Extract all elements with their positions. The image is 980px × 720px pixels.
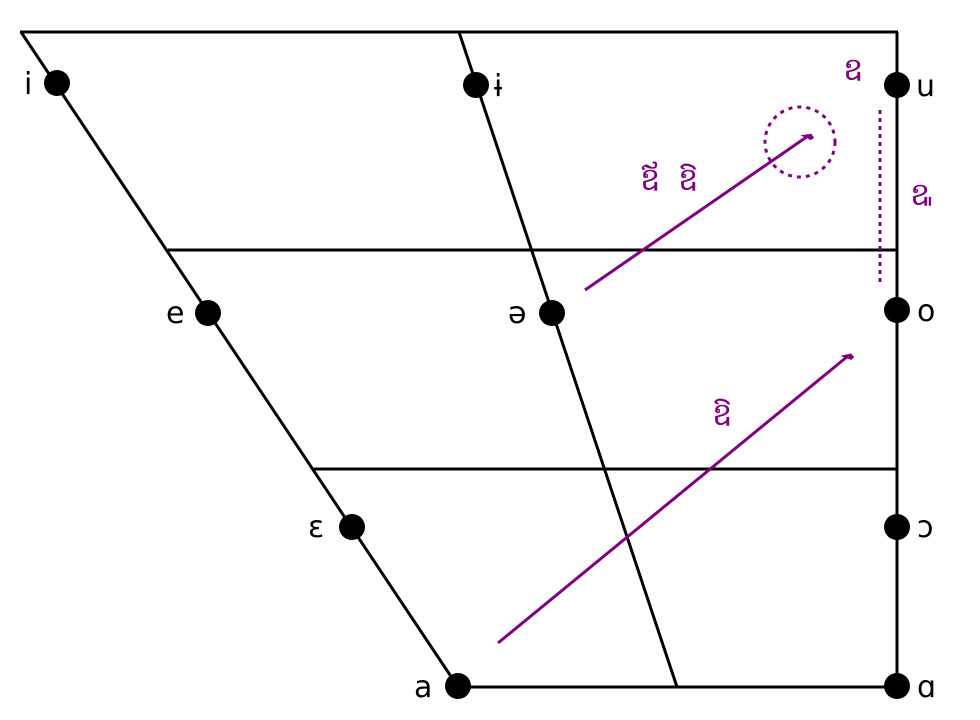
label-a: a <box>414 670 432 705</box>
vowel-dot-i <box>44 70 70 96</box>
upper-diphthong-arrow <box>584 136 808 292</box>
khmer-label-dashed: ឩ <box>910 175 932 213</box>
label-u: u <box>916 69 935 104</box>
vowel-dot-open-o <box>884 514 910 540</box>
khmer-label-upper-1: ឪ <box>640 160 660 198</box>
khmer-label-near-u: ឧ <box>843 50 863 88</box>
label-o: o <box>917 294 935 329</box>
label-barred-i: ɨ <box>494 69 502 104</box>
central-line <box>457 31 679 688</box>
vowel-dot-open-e <box>339 514 365 540</box>
label-schwa: ə <box>508 296 526 331</box>
target-dotted-circle <box>763 105 837 179</box>
label-open-e: ɛ <box>308 510 324 545</box>
vowel-dot-a <box>445 673 471 699</box>
lower-diphthong-arrow <box>497 356 848 645</box>
label-i: i <box>24 67 32 102</box>
vowel-dot-barred-i <box>463 72 489 98</box>
front-line <box>19 31 460 688</box>
vowel-dot-schwa <box>539 300 565 326</box>
label-script-a: ɑ <box>917 670 936 705</box>
vowel-dot-script-a <box>884 673 910 699</box>
khmer-label-upper-2: ឱ <box>678 160 698 198</box>
vowel-dot-o <box>884 297 910 323</box>
label-e: e <box>166 296 184 331</box>
khmer-label-lower: ឱ <box>712 395 732 433</box>
vowel-dot-u <box>884 72 910 98</box>
label-open-o: ɔ <box>917 510 933 545</box>
vowel-dot-e <box>195 300 221 326</box>
